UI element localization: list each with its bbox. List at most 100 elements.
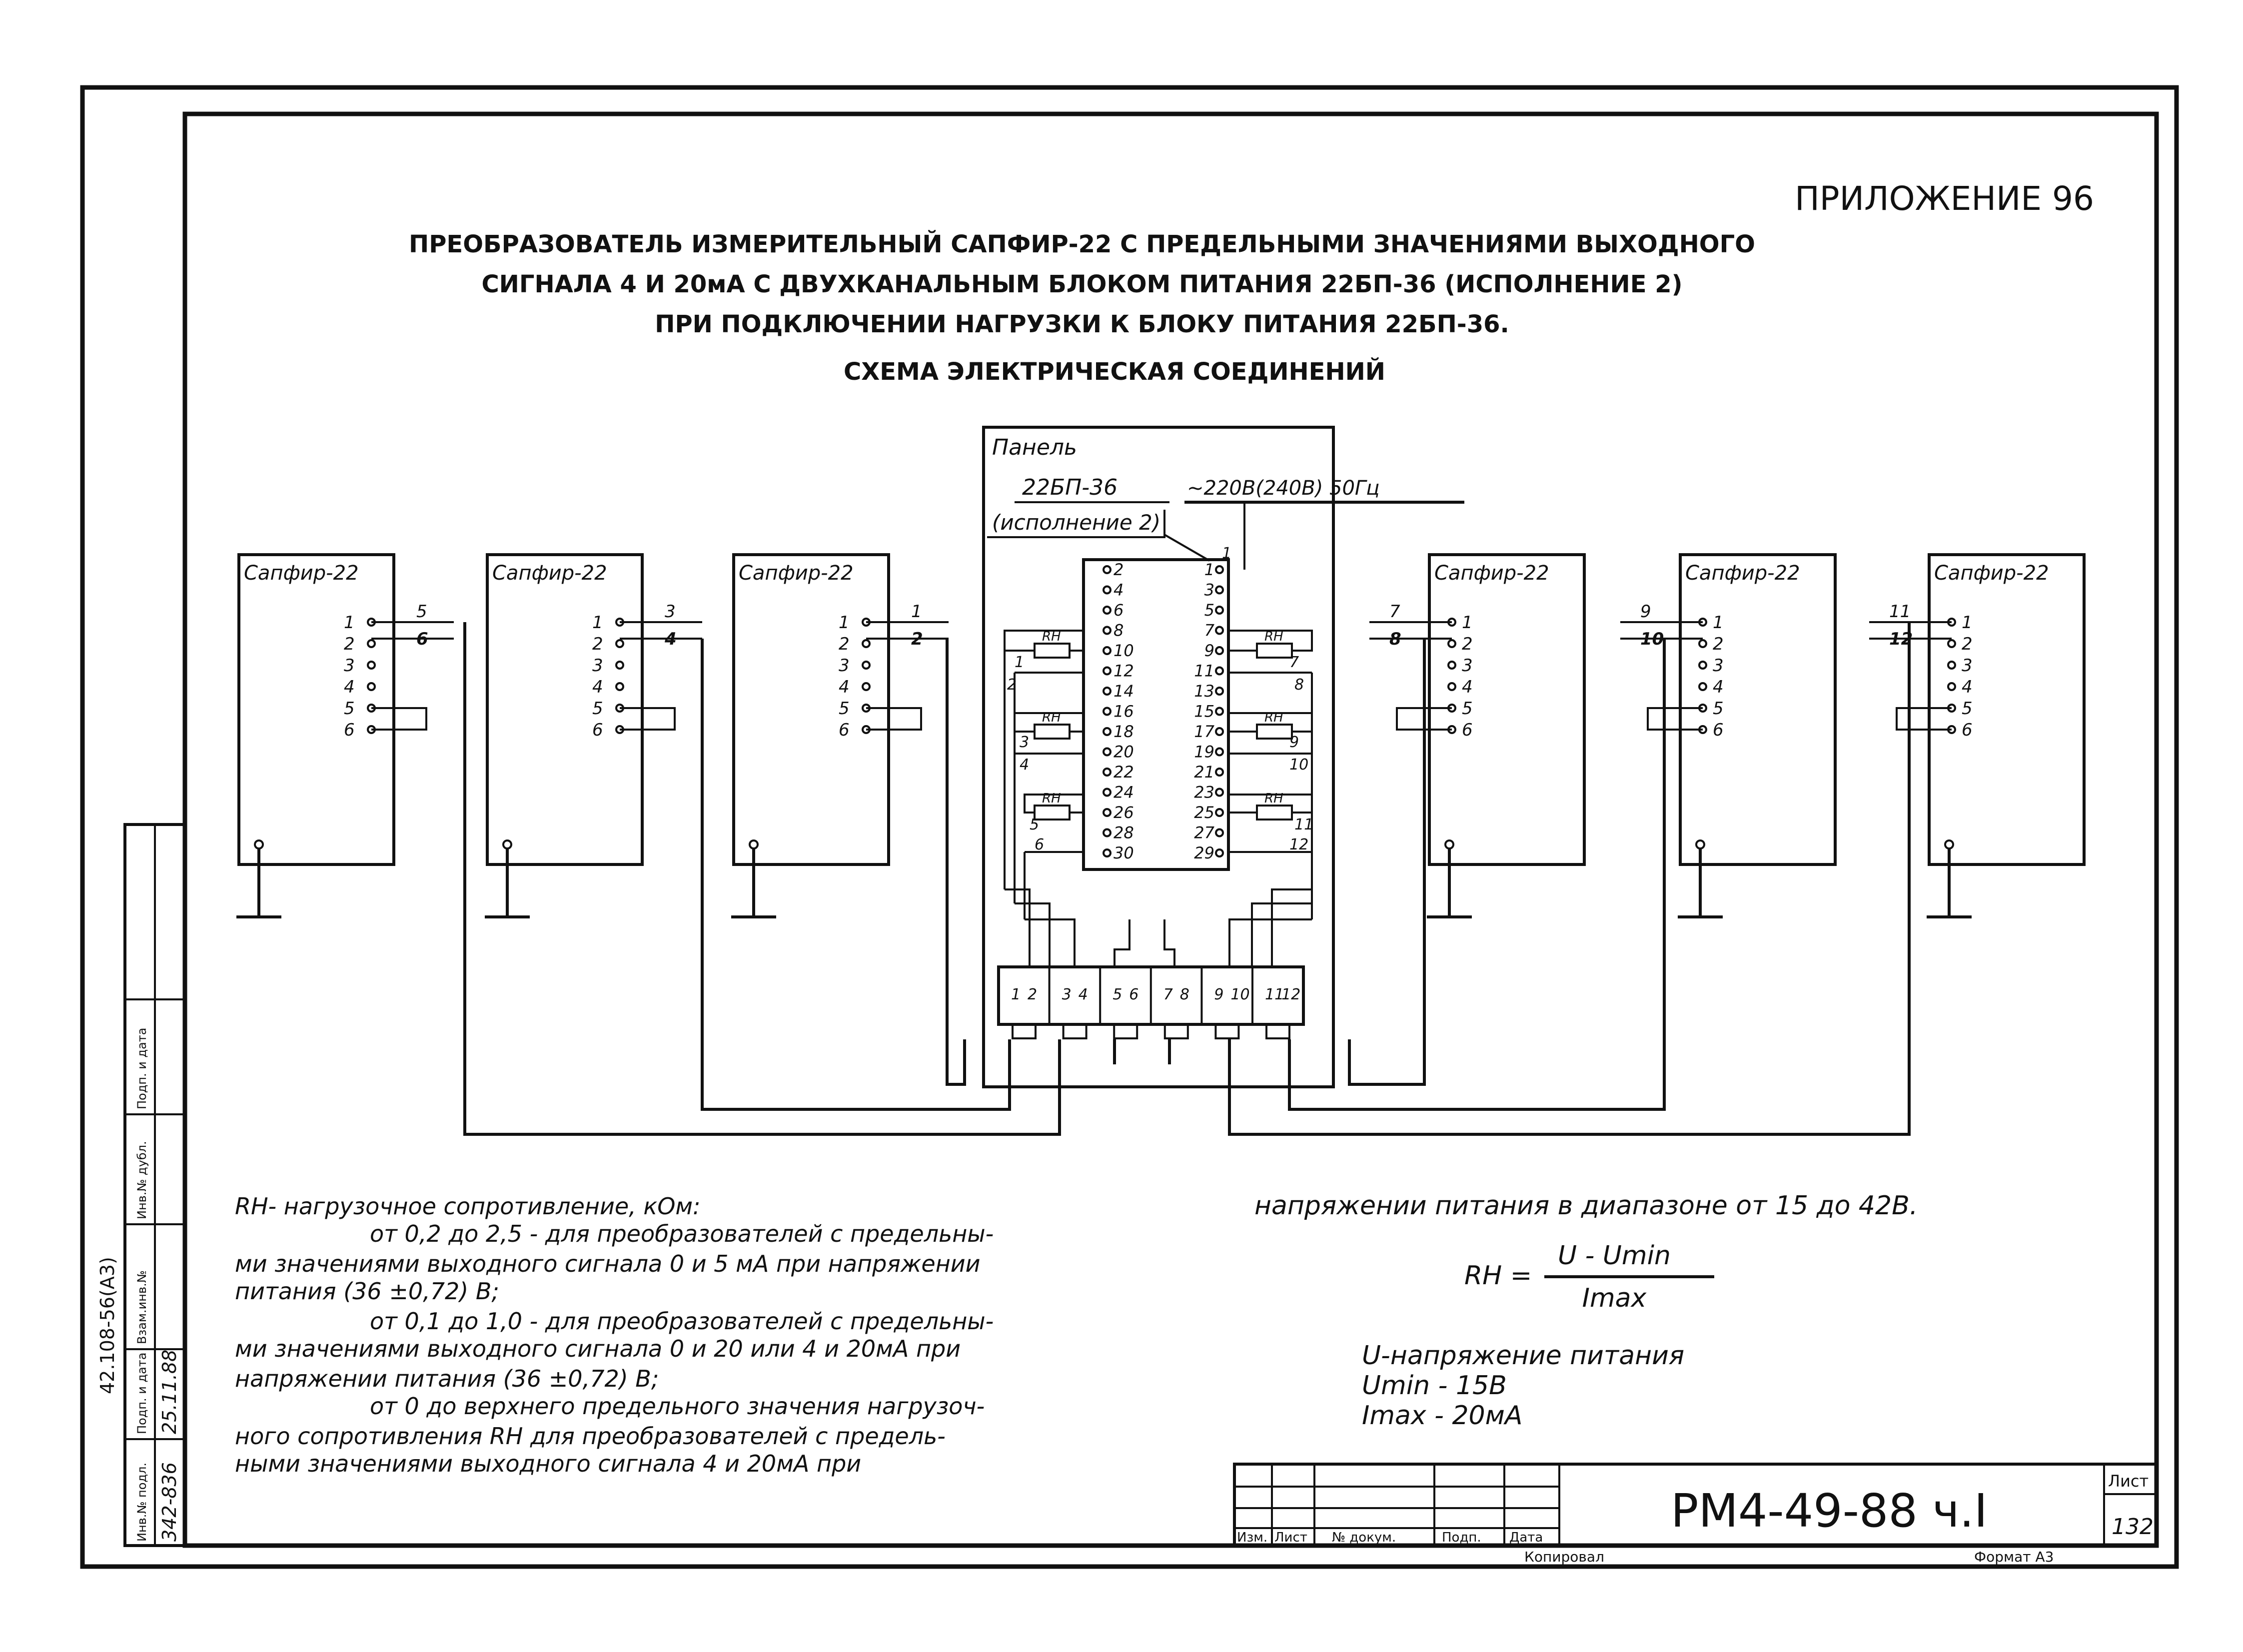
ground-icon	[731, 848, 776, 918]
appendix-label: ПРИЛОЖЕНИЕ 96	[1795, 179, 2094, 218]
ground-icon	[236, 848, 281, 918]
terminal-left-dot	[1103, 808, 1112, 817]
wire-number: 1	[911, 602, 922, 622]
terminal-right-label: 9	[1204, 641, 1214, 660]
wire-number: 8	[1389, 629, 1401, 649]
title-col-list: Лист	[1274, 1530, 1307, 1545]
wire-number: 9	[1640, 602, 1651, 622]
strip-feed-wires	[1005, 888, 1312, 967]
rh-formula: RН = U - Umin Imax	[1464, 1241, 1714, 1313]
terminal-right-label: 17	[1194, 722, 1214, 741]
terminal-right-label: 21	[1194, 763, 1214, 782]
title-line-1: ПРЕОБРАЗОВАТЕЛЬ ИЗМЕРИТЕЛЬНЫЙ САПФИР-22 …	[409, 230, 1755, 258]
sensor-terminal-label: 6	[1962, 720, 1973, 740]
rh-right-2: RН	[1256, 710, 1293, 740]
terminal-right-label: 15	[1194, 702, 1214, 721]
terminal-left-dot	[1103, 585, 1112, 595]
sensor-terminal-label: 3	[344, 656, 355, 676]
sensor-box	[1928, 553, 2086, 866]
format-label: Формат А3	[1974, 1549, 2054, 1565]
panel-label: Панель	[992, 435, 1077, 460]
sensor-terminal-label: 6	[1713, 720, 1724, 740]
strip-plug	[1214, 1023, 1240, 1039]
terminal-right-label: 1	[1204, 560, 1214, 579]
formula-denominator: Imax	[1582, 1283, 1647, 1313]
sensor-terminal-dot	[862, 661, 871, 670]
title-col-sign: Подп.	[1442, 1530, 1481, 1545]
ground-terminal	[1444, 839, 1454, 849]
note-line: ми значениями выходного сигнала 0 и 5 мА…	[235, 1250, 981, 1277]
terminal-right-dot	[1215, 788, 1224, 797]
terminal-left-label: 20	[1114, 743, 1134, 762]
sensor-terminal-label: 6	[839, 720, 850, 740]
sensor-terminal-label: 1	[1713, 613, 1724, 633]
panel-frame	[982, 426, 1335, 1088]
panel-internal-wiring	[1004, 630, 1313, 919]
wire-num-right-9: 9	[1289, 734, 1299, 751]
terminal-left-dot	[1103, 768, 1112, 777]
stamp-cell-1: Инв.№ подл.	[135, 1463, 149, 1542]
panel-group: Панель 22БП-36 (исполнение 2) ~220В(240В…	[982, 426, 1464, 1088]
terminal-left-label: 26	[1114, 803, 1134, 822]
wire-num-right-1: 1	[1222, 545, 1231, 562]
wire-num-left-4: 4	[1020, 756, 1029, 774]
terminal-left-label: 30	[1114, 843, 1134, 862]
version-bracket	[987, 510, 1165, 538]
sensor-label: Сапфир-22	[739, 562, 854, 585]
terminal-left-label: 4	[1114, 581, 1123, 600]
sheet-label: Лист	[2108, 1472, 2149, 1491]
wire-number: 7	[1389, 602, 1400, 622]
terminal-right-label: 27	[1194, 824, 1214, 842]
title-block-frame	[1233, 1463, 2158, 1547]
terminal-left-dot	[1103, 828, 1112, 837]
terminal-right-dot	[1215, 666, 1224, 676]
rh-resistor	[1034, 805, 1071, 821]
wire-number: 10	[1640, 629, 1664, 649]
strip-plug	[1163, 1023, 1189, 1039]
sensor-terminal-dot	[1447, 682, 1456, 691]
title-col-date: Дата	[1509, 1530, 1543, 1545]
terminal-right-label: 5	[1204, 601, 1214, 620]
sensor-terminal-dot	[367, 661, 376, 670]
terminal-left-dot	[1103, 707, 1112, 716]
terminal-left-label: 18	[1114, 722, 1134, 741]
supply-wire-2	[1163, 534, 1210, 562]
ground-terminal	[254, 839, 264, 849]
sensor-terminal-dot	[1947, 661, 1956, 670]
terminal-left-dot	[1103, 747, 1112, 757]
sensor-terminal-label: 4	[839, 677, 850, 697]
bus-wires	[463, 622, 1911, 1136]
strip-label: 1	[1011, 986, 1021, 1003]
terminal-right-dot	[1215, 808, 1224, 817]
sensor-box	[237, 553, 395, 866]
side-stamp-grid	[125, 825, 185, 1546]
terminal-left-label: 22	[1114, 763, 1134, 782]
wire-num-right-8: 8	[1294, 676, 1304, 694]
terminal-left-dot	[1103, 606, 1112, 615]
rh-resistor	[1256, 805, 1293, 821]
sensor-label: Сапфир-22	[492, 562, 607, 585]
sensor-jumper	[1647, 707, 1703, 731]
terminal-right-dot	[1215, 828, 1224, 837]
terminal-left-dot	[1103, 848, 1112, 857]
terminal-right-dot	[1215, 687, 1224, 696]
terminal-right-dot	[1215, 768, 1224, 777]
doc-number: РМ4-49-88 ч.I	[1671, 1484, 1988, 1538]
strip-label: 6	[1129, 986, 1138, 1003]
terminal-left-label: 8	[1114, 621, 1123, 640]
wire-number: 4	[664, 629, 677, 649]
outer-border	[80, 85, 2179, 1569]
sensor-terminal-label: 5	[839, 699, 850, 719]
sensor-box	[732, 553, 890, 866]
note-line: ми значениями выходного сигнала 0 и 20 и…	[235, 1335, 961, 1362]
sensor-terminal-dot	[615, 682, 624, 691]
terminal-right-label: 7	[1204, 621, 1215, 640]
panel-block-label: 22БП-36	[1022, 475, 1118, 500]
wire-num-right-7: 7	[1289, 654, 1299, 671]
sensor-jumper	[866, 707, 922, 731]
wire-num-left-2: 2	[1007, 676, 1017, 694]
sensor-box	[486, 553, 644, 866]
wire-num-right-11: 11	[1294, 816, 1313, 833]
sensors-layer: Сапфир-2212345656Сапфир-2212345634Сапфир…	[236, 553, 2086, 918]
